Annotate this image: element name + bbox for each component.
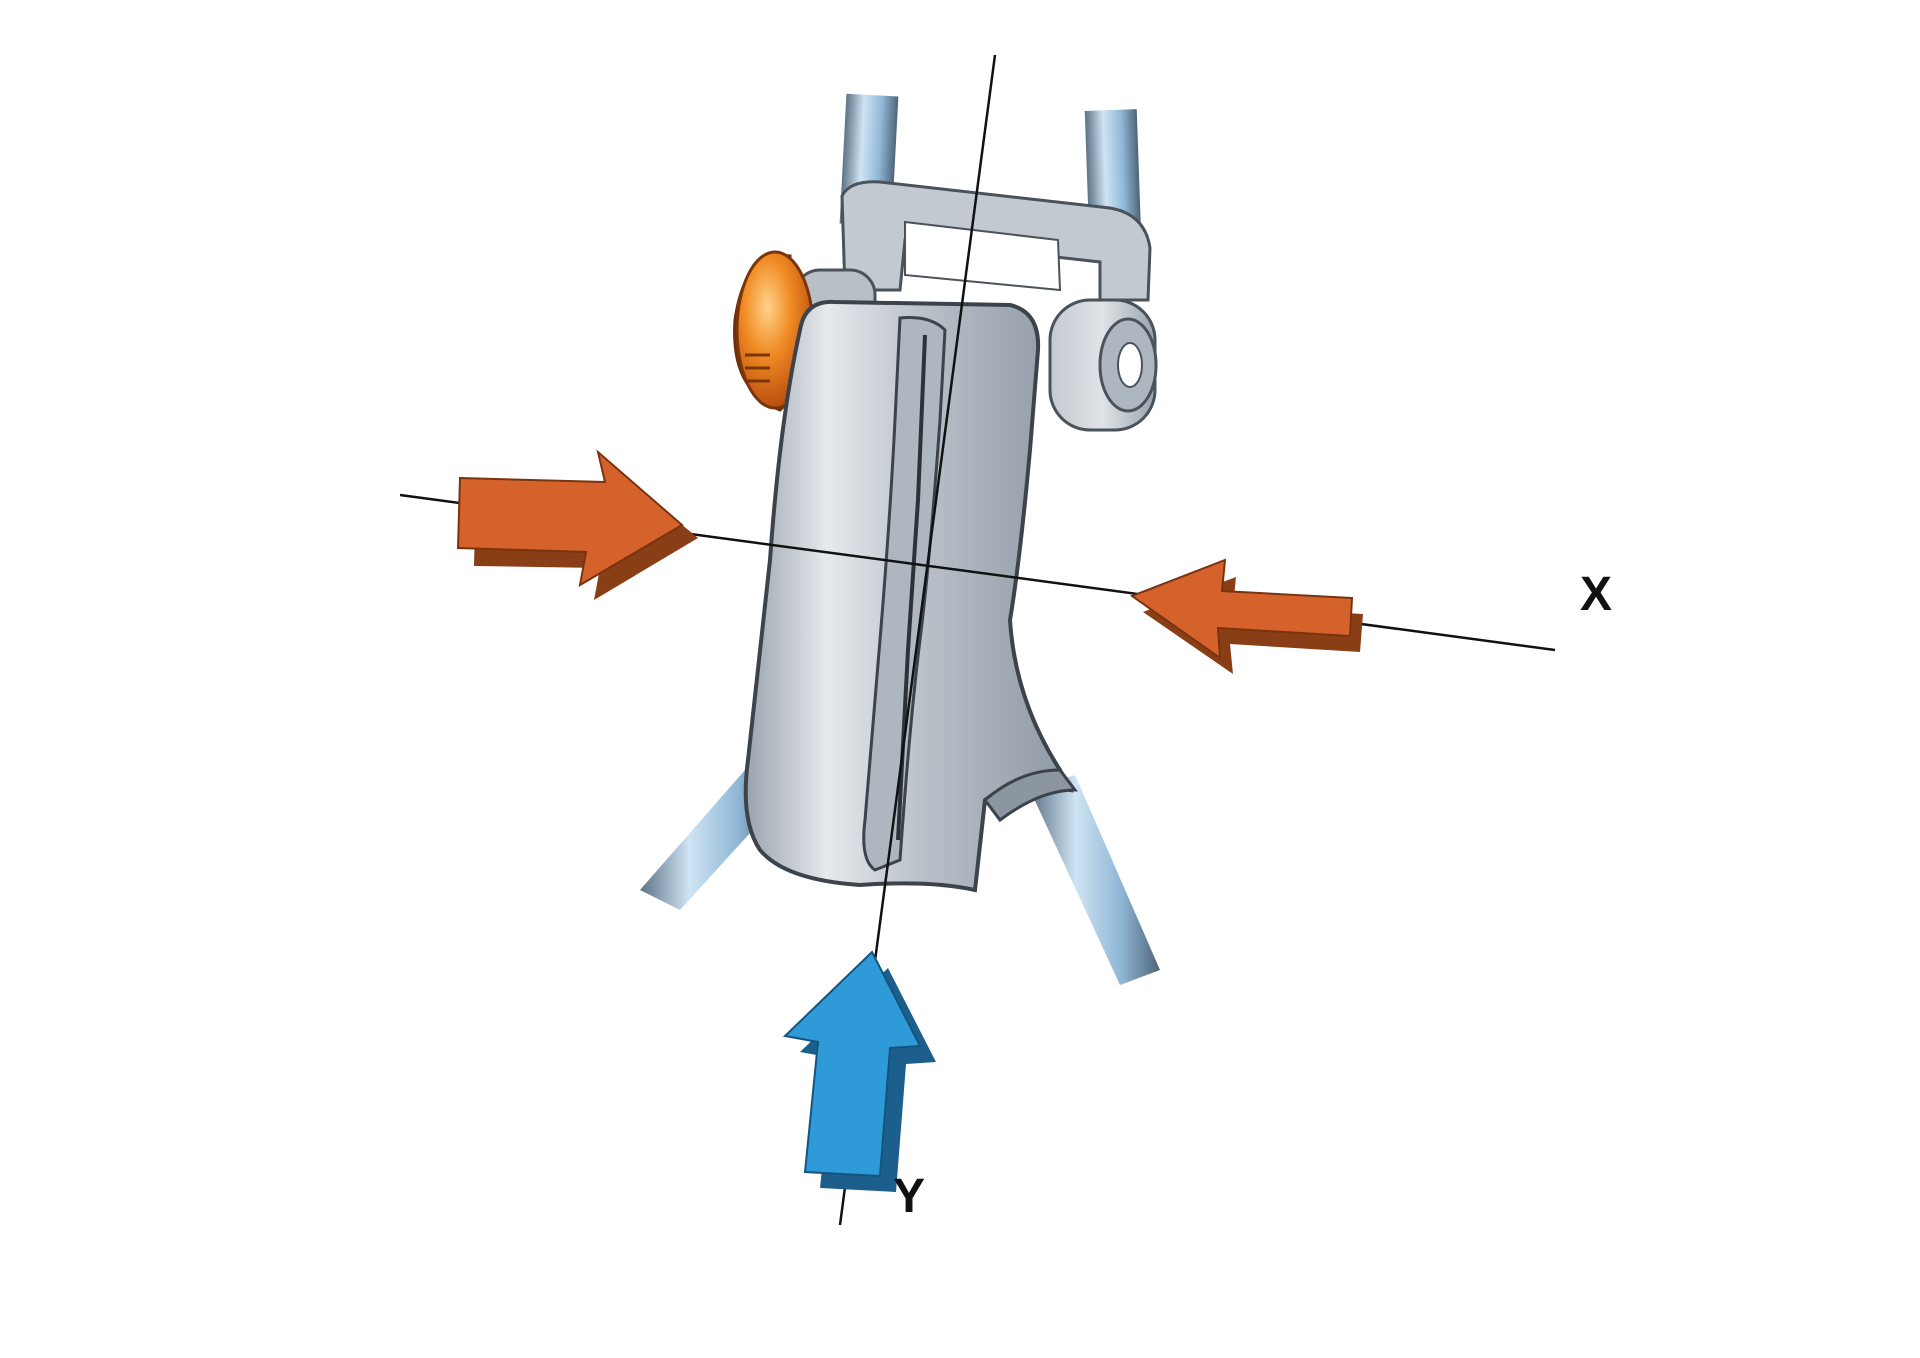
- arrow-left-icon: [1129, 558, 1363, 674]
- hinge-bolt-hole: [1117, 342, 1143, 388]
- yoke-slot: [904, 220, 1062, 292]
- y-axis-label: Y: [893, 1170, 925, 1223]
- bottom-right-tube: [1030, 775, 1160, 985]
- clamp-part: [733, 180, 1158, 893]
- arrow-right-icon: [456, 449, 698, 600]
- x-axis-label: X: [1580, 568, 1612, 621]
- clamp-rib: [862, 316, 947, 872]
- clamp-bottom-lip: [982, 768, 1078, 823]
- arrow-up-icon: [782, 950, 936, 1192]
